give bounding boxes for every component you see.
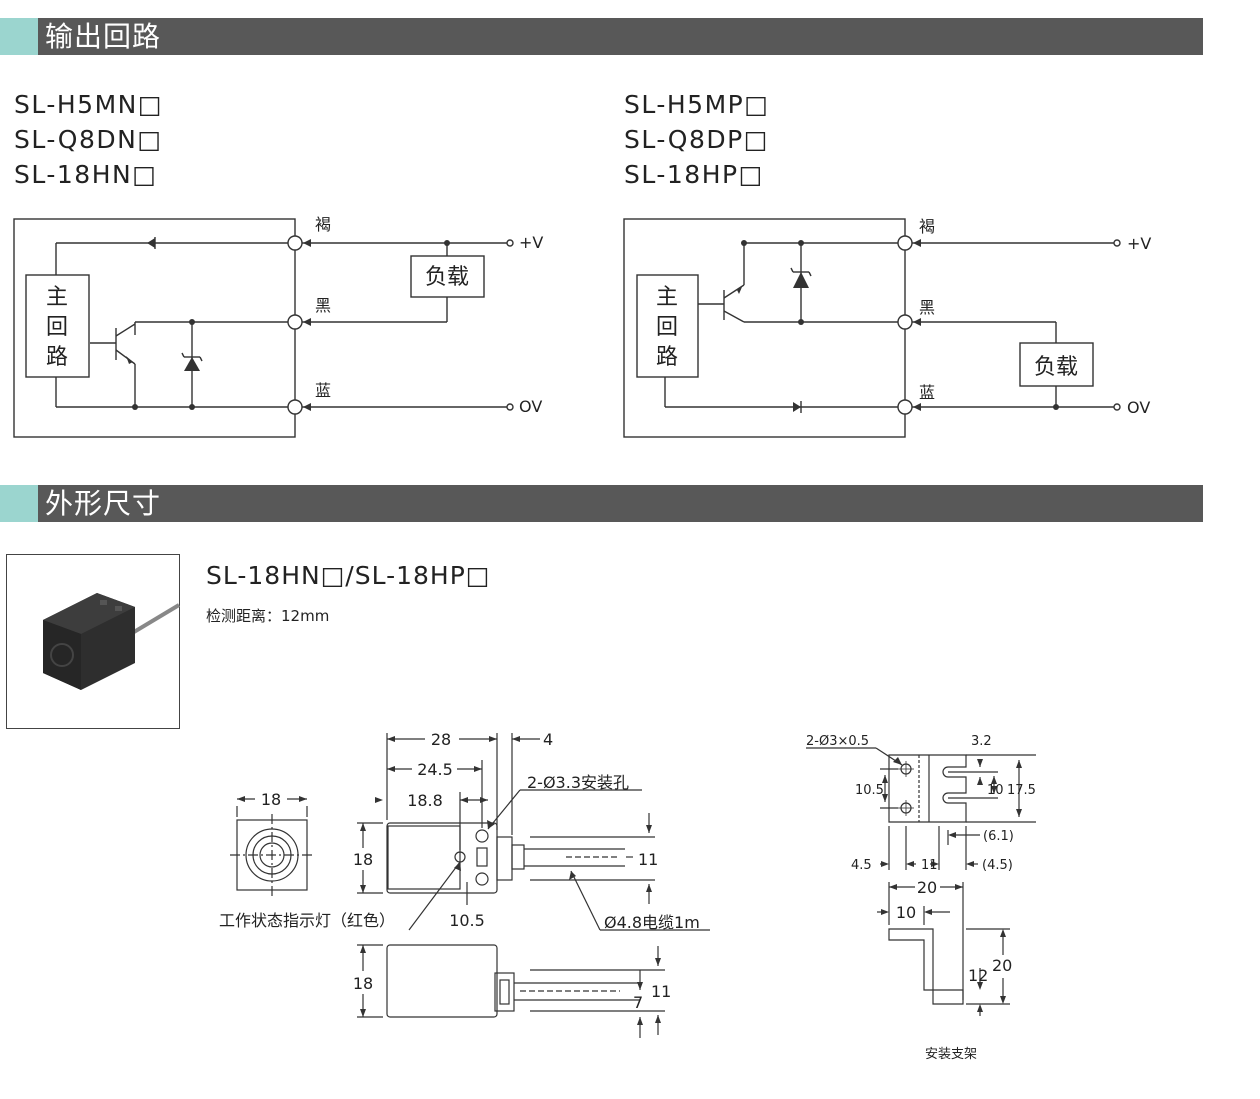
section-title: 输出回路 bbox=[45, 20, 162, 53]
brown-wire-label: 褐 bbox=[315, 215, 331, 234]
dim-height-12: 12 bbox=[968, 966, 988, 985]
dim-10-5: 10.5 bbox=[449, 911, 485, 930]
sensor-image bbox=[43, 593, 181, 690]
dim-cable-11: 11 bbox=[638, 850, 658, 869]
dim-length-4: 4 bbox=[543, 730, 553, 749]
product-title: SL-18HN□/SL-18HP□ bbox=[206, 561, 491, 590]
dim-4-5: 4.5 bbox=[851, 858, 872, 873]
main-circuit-label: 回 bbox=[656, 315, 678, 340]
npn-model-list: SL-H5MN□ SL-Q8DN□ SL-18HN□ bbox=[14, 87, 163, 192]
brown-wire-label: 褐 bbox=[919, 217, 935, 236]
dim-length-18-8: 18.8 bbox=[407, 791, 443, 810]
plus-v-label: +V bbox=[1127, 234, 1151, 253]
dim-11: 11 bbox=[921, 858, 938, 873]
section-header-output-circuit: 输出回路 bbox=[0, 18, 1203, 55]
blue-wire-label: 蓝 bbox=[919, 383, 935, 402]
bracket-holes-label: 2-Ø3×0.5 bbox=[806, 734, 869, 749]
load-label: 负载 bbox=[1034, 355, 1078, 380]
dim-bottom-11: 11 bbox=[651, 982, 671, 1001]
main-circuit-label: 主 bbox=[46, 285, 68, 310]
load-label: 负载 bbox=[425, 265, 469, 290]
detect-distance: 检测距离：12mm bbox=[206, 607, 330, 625]
cable-label: Ø4.8电缆1m bbox=[604, 913, 700, 932]
section-accent bbox=[0, 18, 38, 55]
model-name: SL-18HP□ bbox=[624, 160, 764, 189]
dim-17-5: 17.5 bbox=[1007, 783, 1036, 798]
main-circuit-label: 路 bbox=[656, 345, 678, 370]
section-title: 外形尺寸 bbox=[45, 487, 162, 520]
indicator-label: 工作状态指示灯（红色） bbox=[219, 911, 395, 930]
plus-v-label: +V bbox=[519, 233, 543, 252]
main-circuit-label: 回 bbox=[46, 315, 68, 340]
main-circuit-label: 主 bbox=[656, 285, 678, 310]
dim-width-20: 20 bbox=[917, 878, 937, 897]
model-name: SL-18HN□ bbox=[14, 160, 158, 189]
dim-6-1: (6.1) bbox=[983, 829, 1014, 844]
dim-length-28: 28 bbox=[431, 730, 451, 749]
zero-v-label: OV bbox=[519, 397, 542, 416]
section-header-dimensions: 外形尺寸 bbox=[0, 485, 1203, 522]
model-name: SL-H5MP□ bbox=[624, 90, 770, 119]
bracket-caption: 安装支架 bbox=[925, 1047, 977, 1062]
zero-v-label: OV bbox=[1127, 398, 1150, 417]
product-photo bbox=[6, 554, 181, 729]
model-name: SL-Q8DP□ bbox=[624, 125, 769, 154]
dim-height-20: 20 bbox=[992, 956, 1012, 975]
blue-wire-label: 蓝 bbox=[315, 381, 331, 400]
dim-10: 10 bbox=[987, 783, 1004, 798]
section-accent bbox=[0, 485, 38, 522]
dim-length-24-5: 24.5 bbox=[417, 760, 453, 779]
mount-holes-label: 2-Ø3.3安装孔 bbox=[527, 773, 629, 792]
model-name: SL-H5MN□ bbox=[14, 90, 163, 119]
black-wire-label: 黑 bbox=[919, 298, 935, 317]
dim-10-5: 10.5 bbox=[855, 783, 884, 798]
black-wire-label: 黑 bbox=[315, 296, 331, 315]
model-name: SL-Q8DN□ bbox=[14, 125, 163, 154]
pnp-model-list: SL-H5MP□ SL-Q8DP□ SL-18HP□ bbox=[624, 87, 769, 192]
dim-4-5-ref: (4.5) bbox=[982, 858, 1013, 873]
dim-width-10: 10 bbox=[896, 903, 916, 922]
dim-side-height: 18 bbox=[353, 850, 373, 869]
main-circuit-label: 路 bbox=[46, 345, 68, 370]
dim-front-width: 18 bbox=[261, 790, 281, 809]
dim-3-2: 3.2 bbox=[971, 734, 992, 749]
dim-bottom-height: 18 bbox=[353, 974, 373, 993]
dim-bottom-7: 7 bbox=[633, 993, 643, 1012]
